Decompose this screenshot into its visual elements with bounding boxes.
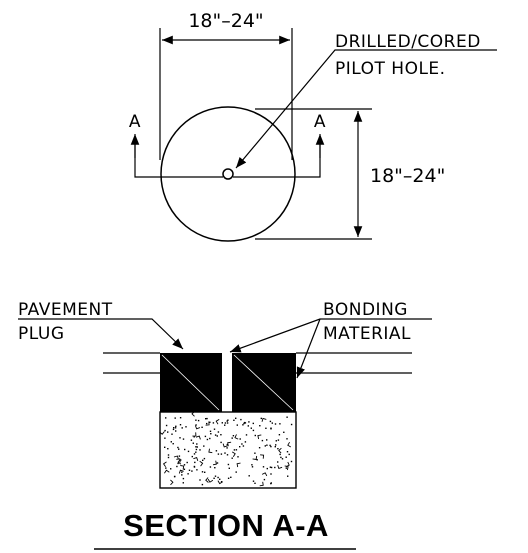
plug-hatch-left bbox=[161, 354, 220, 411]
section-title: SECTION A-A bbox=[123, 508, 329, 543]
pilot-hole-label-line2: PILOT HOLE. bbox=[335, 59, 446, 79]
bonding-leader-edge bbox=[296, 318, 321, 379]
height-dimension-text: 18"–24" bbox=[370, 165, 445, 187]
section-mark-left: A bbox=[129, 112, 141, 132]
section-view: PAVEMENT PLUG BONDING MATERIAL SECTION A… bbox=[18, 300, 432, 550]
section-mark-right: A bbox=[314, 112, 326, 132]
bonding-label-line2: MATERIAL bbox=[323, 324, 411, 344]
pilot-hole-label-line1: DRILLED/CORED bbox=[335, 32, 481, 52]
section-line-left bbox=[134, 140, 223, 178]
plan-view: 18"–24" A A DRILLED/CORED PILOT HOLE. 18… bbox=[129, 10, 497, 242]
width-dimension-text: 18"–24" bbox=[188, 10, 263, 32]
pilot-hole bbox=[222, 168, 234, 180]
plug-hatch-right bbox=[233, 354, 294, 411]
pavement-plug-label-line1: PAVEMENT bbox=[18, 300, 113, 320]
concrete-base bbox=[159, 411, 297, 489]
pavement-plug-leader bbox=[18, 318, 184, 350]
pavement-plug-label-line2: PLUG bbox=[18, 324, 65, 344]
section-line-right bbox=[233, 140, 321, 178]
concrete-aggregate-texture bbox=[159, 411, 293, 487]
plug-circle bbox=[160, 106, 296, 242]
pilot-hole-leader bbox=[235, 49, 497, 169]
bonding-label-line1: BONDING bbox=[323, 300, 408, 320]
